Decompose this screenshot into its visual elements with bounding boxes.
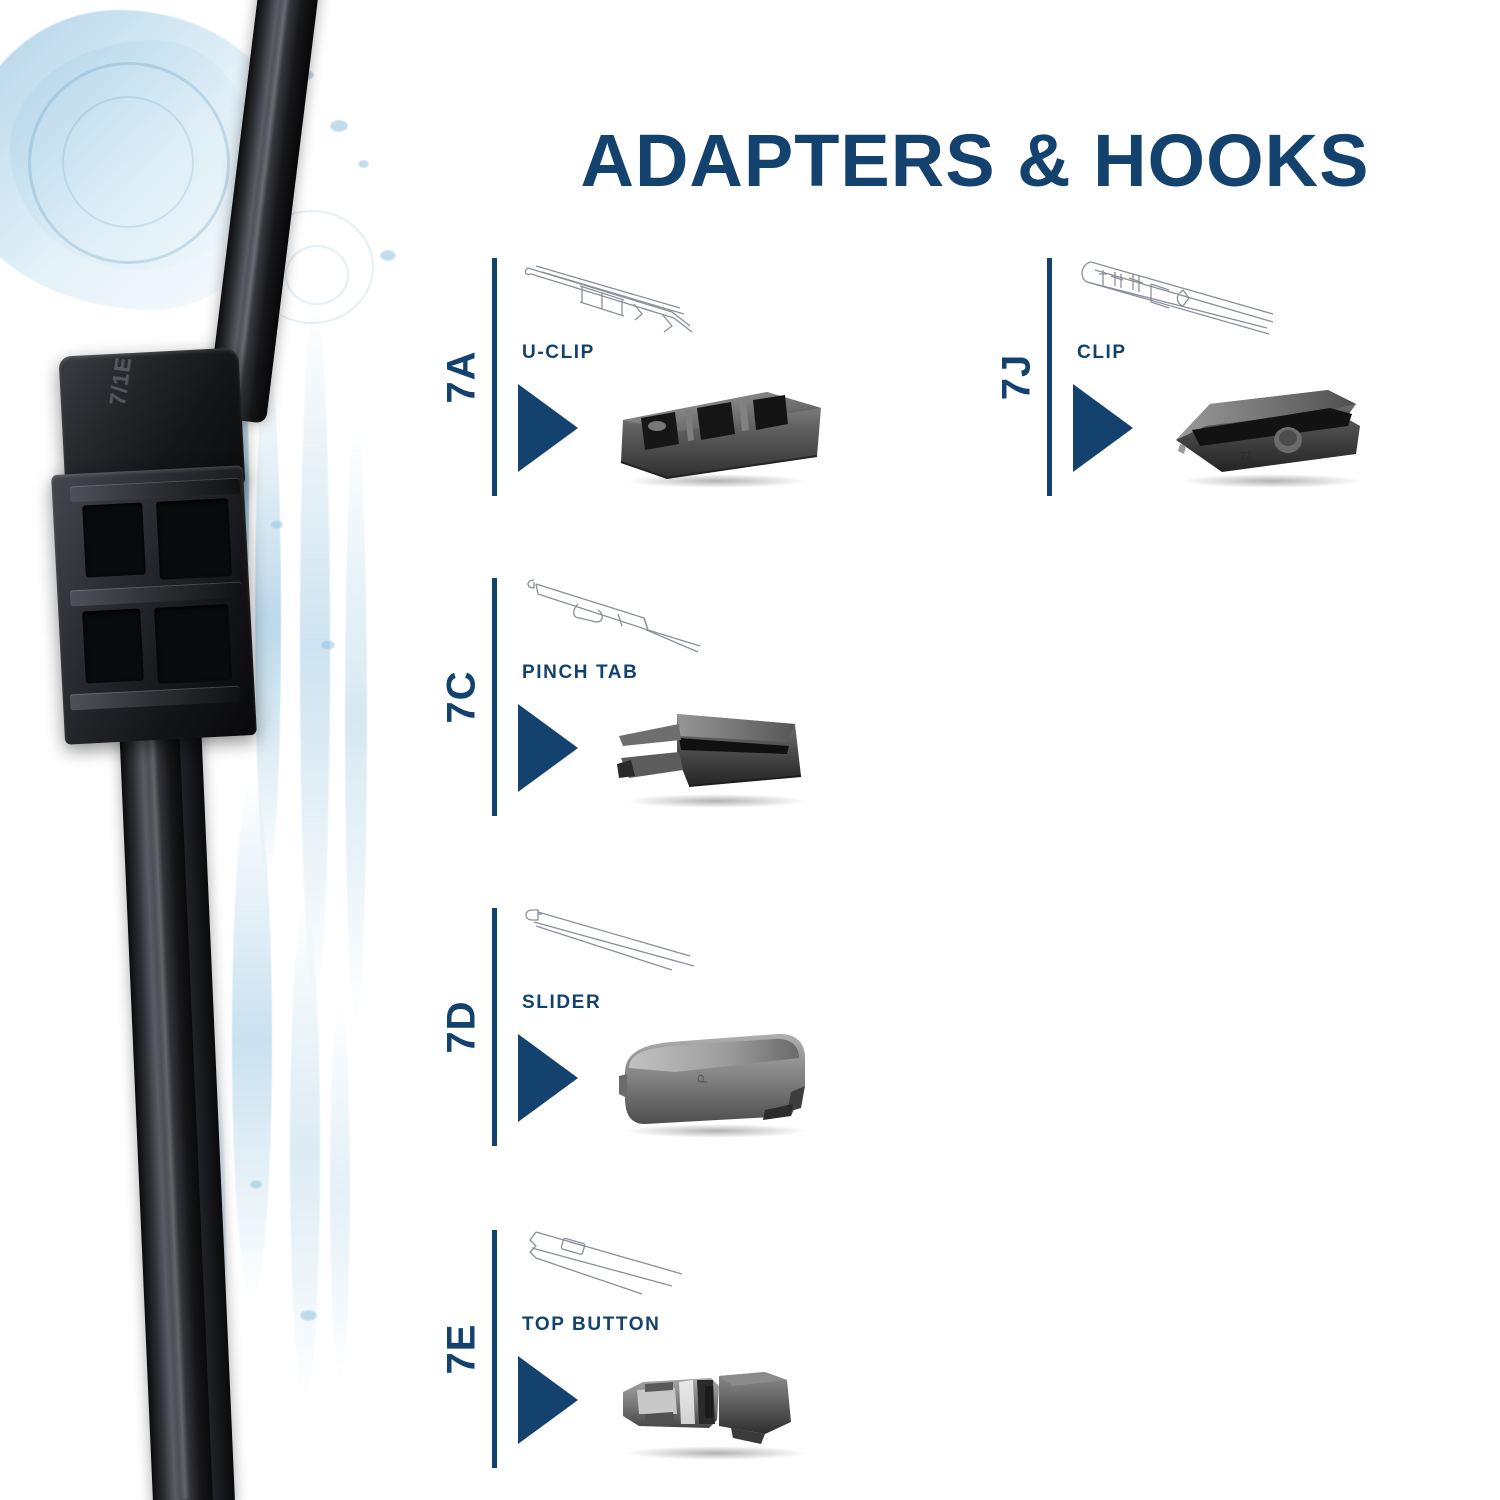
adapter-divider-7e [492,1230,497,1468]
svg-text:P: P [694,1073,711,1084]
adapter-label-7c: PINCH TAB [522,662,639,683]
top-button-arm-sketch [522,1224,732,1310]
top-button-adapter-photo [615,1346,830,1466]
pinch-tab-adapter-photo [615,694,830,814]
clip-arm-sketch [1077,252,1287,338]
adapter-label-7d: SLIDER [522,992,602,1013]
adapter-card-7a[interactable]: 7A U-CLIP [430,252,850,502]
adapter-divider-7a [492,258,497,496]
adapter-code-7d: 7D [439,1000,484,1054]
adapter-label-7e: TOP BUTTON [522,1314,661,1335]
adapter-card-7e[interactable]: 7E TOP BUTTON [430,1224,850,1474]
u-clip-adapter-photo [615,374,830,494]
clip-adapter-photo: 7J [1170,374,1385,494]
slider-adapter-photo: P [615,1024,830,1144]
adapter-card-7j[interactable]: 7J CLIP [985,252,1405,502]
adapter-arrow-7j [1073,384,1133,472]
u-clip-arm-sketch [522,252,732,338]
adapter-arrow-7a [518,384,578,472]
adapter-divider-7j [1047,258,1052,496]
adapter-divider-7c [492,578,497,816]
product-photo: 7/1E [0,0,470,1500]
connector-slot-right-upper [156,498,232,580]
connector-slot-left-lower [82,608,144,684]
page-title: ADAPTERS & HOOKS [580,119,1370,202]
adapter-arrow-7c [518,704,578,792]
adapter-label-7j: CLIP [1077,342,1127,363]
adapter-code-7e: 7E [439,1323,484,1375]
slider-arm-sketch [522,902,732,988]
adapter-code-7a: 7A [439,350,484,404]
adapter-label-7a: U-CLIP [522,342,595,363]
adapter-arrow-7e [518,1356,578,1444]
adapter-code-7j: 7J [994,353,1039,401]
connector-slot-right-lower [154,604,232,684]
adapter-divider-7d [492,908,497,1146]
svg-text:7J: 7J [1239,450,1252,463]
pinch-tab-arm-sketch [522,572,732,658]
adapter-card-7d[interactable]: 7D SLIDER [430,902,850,1152]
connector-slot-left-upper [82,502,146,578]
adapter-code-7c: 7C [439,670,484,724]
adapter-card-7c[interactable]: 7C PINCH TAB [430,572,850,822]
adapter-arrow-7d [518,1034,578,1122]
